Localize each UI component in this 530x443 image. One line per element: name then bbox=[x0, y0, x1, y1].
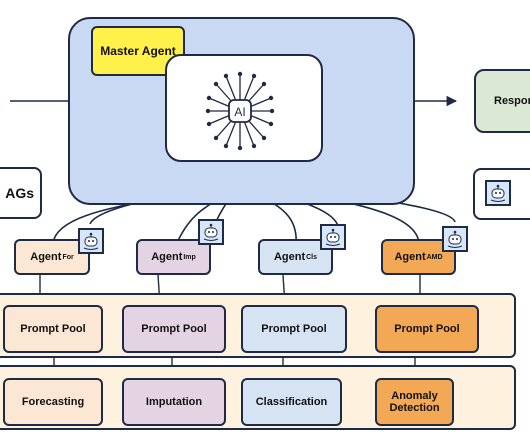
robot-icon bbox=[320, 224, 346, 250]
prompt-pool-forecasting: Prompt Pool bbox=[3, 305, 103, 353]
ai-brain-icon: AI bbox=[205, 71, 275, 151]
task-forecasting: Forecasting bbox=[3, 378, 103, 426]
ai-text: AI bbox=[234, 105, 245, 119]
robot-icon bbox=[485, 180, 511, 206]
task-imputation: Imputation bbox=[122, 378, 226, 426]
right-agent-box bbox=[473, 168, 530, 220]
prompt-pool-classification: Prompt Pool bbox=[241, 305, 347, 353]
task-classification: Classification bbox=[241, 378, 342, 426]
prompt-pool-imputation: Prompt Pool bbox=[122, 305, 226, 353]
response-box: Respon bbox=[474, 69, 530, 133]
robot-icon bbox=[442, 226, 468, 252]
task-anomaly-detection: Anomaly Detection bbox=[375, 378, 454, 426]
robot-icon bbox=[78, 228, 104, 254]
left-source-box: AGs bbox=[0, 167, 42, 219]
prompt-pool-anomaly: Prompt Pool bbox=[375, 305, 479, 353]
robot-icon bbox=[198, 219, 224, 245]
